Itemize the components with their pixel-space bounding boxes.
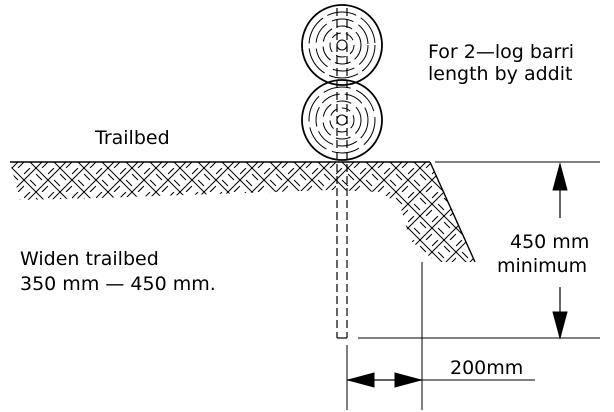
log-top [301, 4, 383, 86]
note-line-1: For 2—log barri [428, 41, 574, 63]
slope-line [429, 161, 476, 263]
trailbed-label: Trailbed [94, 127, 170, 149]
depth-line-1: 450 mm [510, 231, 589, 253]
offset-label: 200mm [450, 357, 523, 379]
depth-line-2: minimum [497, 255, 587, 277]
depth-dimension [358, 162, 600, 340]
widen-line-2: 350 mm — 450 mm. [20, 273, 216, 295]
note-line-2: length by addit [428, 63, 572, 85]
widen-line-1: Widen trailbed [20, 248, 159, 270]
log-bottom [301, 79, 383, 161]
ground-hatch [10, 162, 475, 262]
offset-dimension [346, 262, 535, 410]
